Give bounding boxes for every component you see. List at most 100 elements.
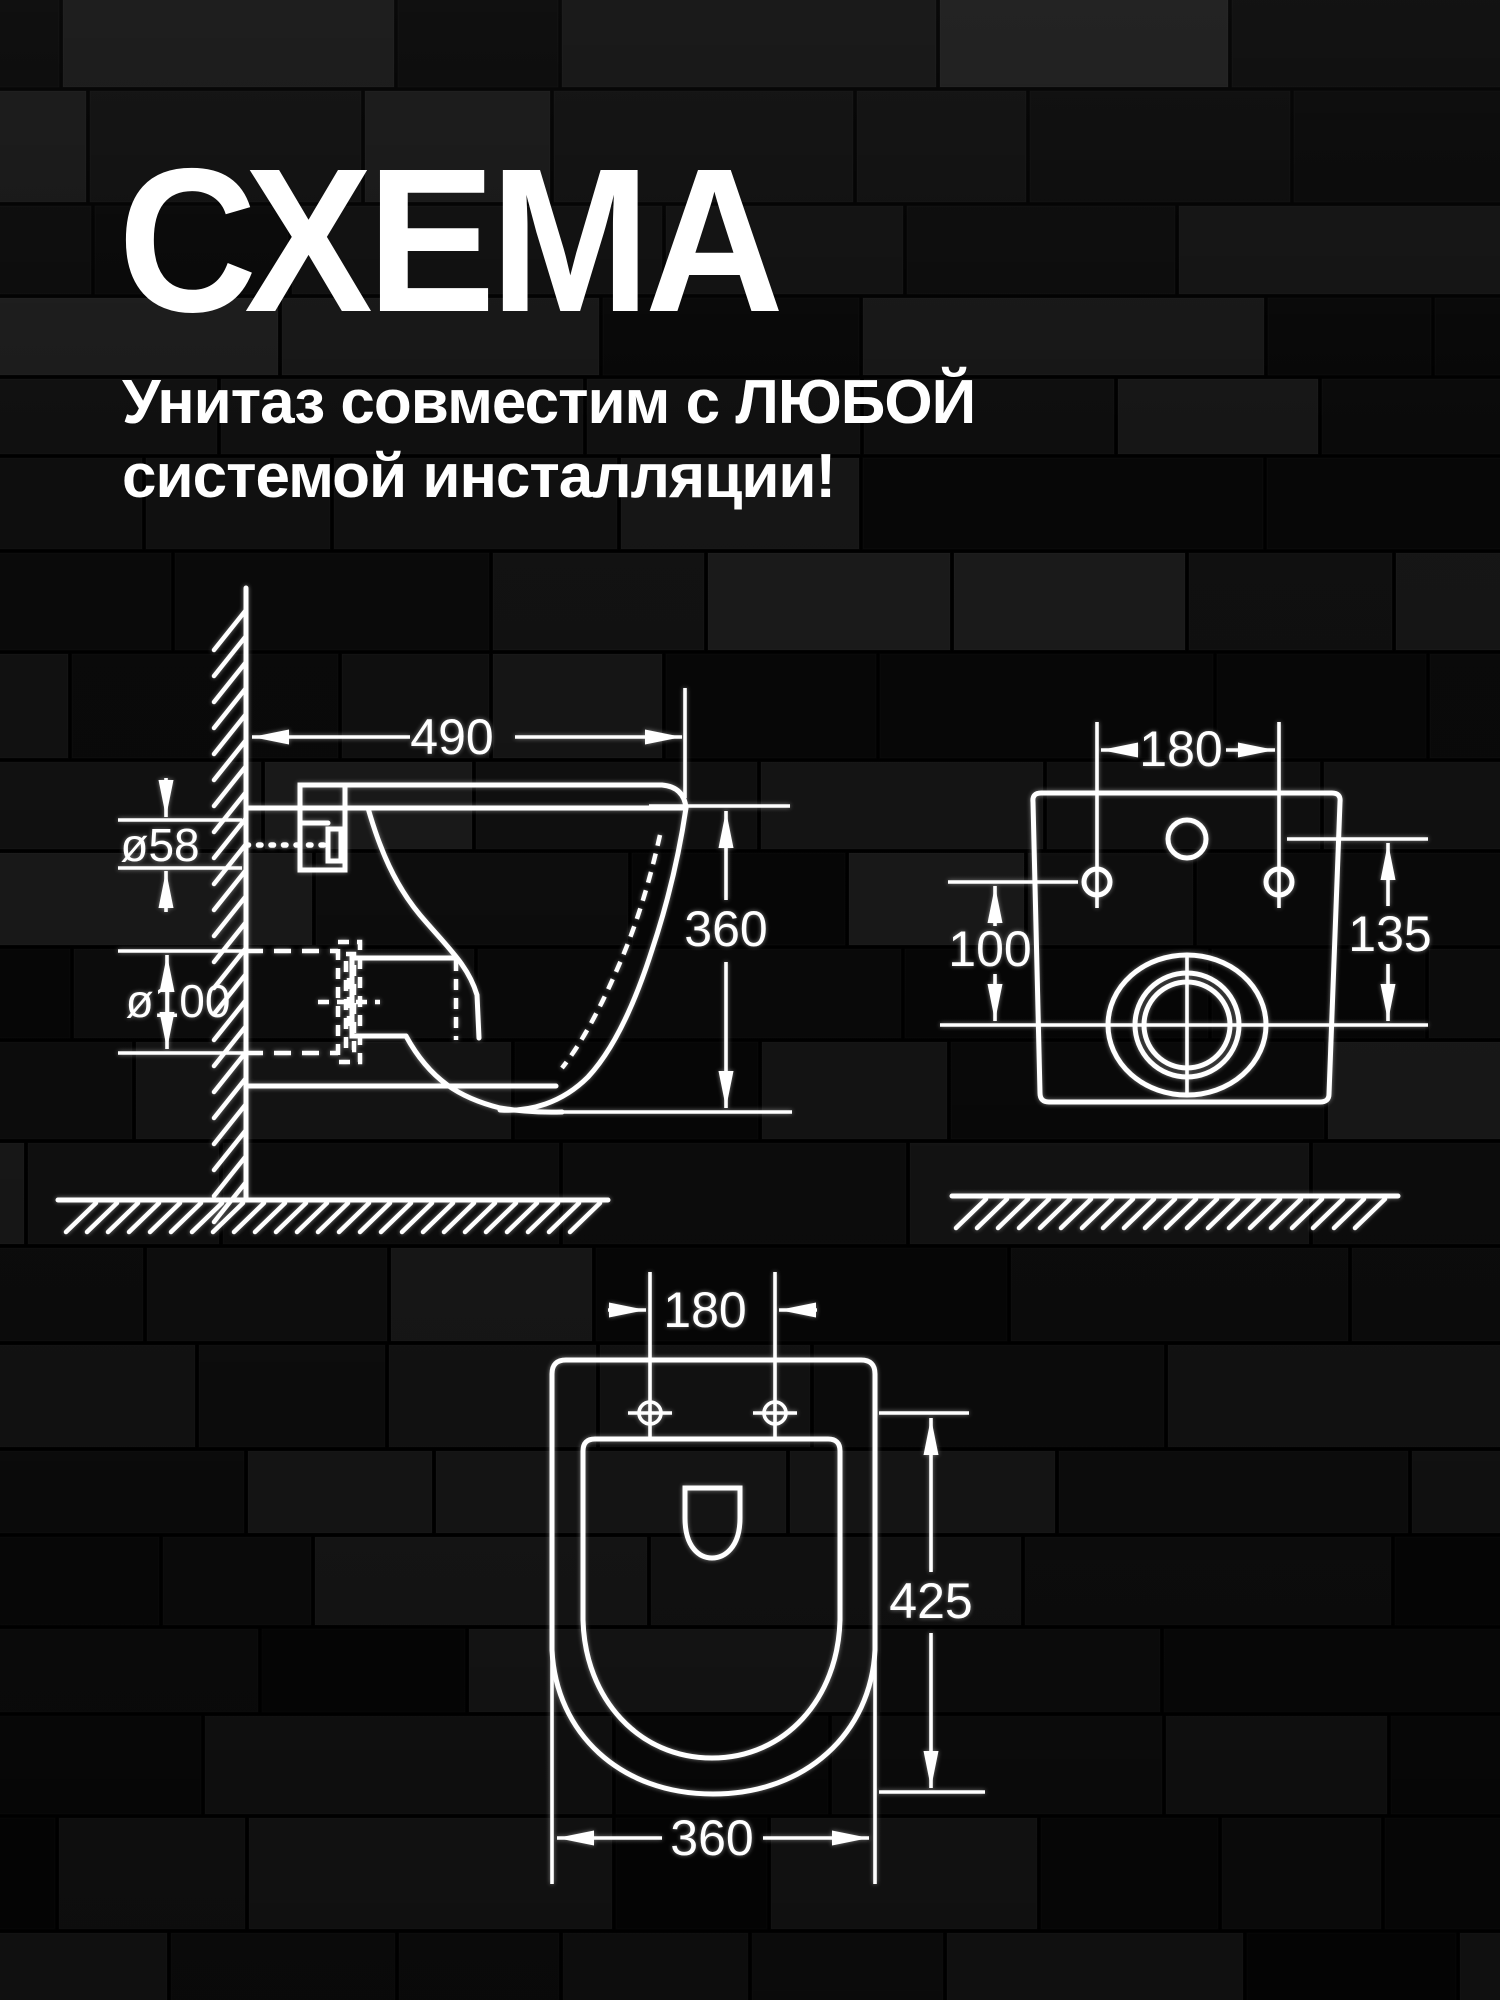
brick [1025,1537,1391,1625]
brick [262,1629,465,1712]
brick [334,458,617,549]
brick [1385,1818,1500,1929]
hatch-mark [1121,1196,1157,1231]
hatch-mark [211,997,249,1043]
brick [0,1537,159,1625]
brick [951,1042,1324,1139]
hatch-mark [441,1200,477,1235]
brick [0,1818,55,1929]
brick [666,206,903,294]
brick [880,654,1213,758]
subtitle-line-2: системой инсталляции! [122,442,836,511]
hatch-mark [357,1200,393,1235]
brick [864,379,1114,454]
brick [1429,949,1500,1038]
hatch-mark [1100,1196,1136,1231]
brick [0,654,68,758]
brick [0,1933,167,2000]
hatch-mark [420,1200,456,1235]
brick [1294,91,1500,202]
brick [469,1629,876,1712]
brick [1460,1933,1500,2000]
brick [1164,1629,1500,1712]
brick [1197,853,1500,945]
brick [1268,298,1431,375]
hatch-mark [211,893,249,939]
hatch-mark [252,1200,288,1235]
brick [221,379,583,454]
hatch-mark [1205,1196,1241,1231]
brick [1217,654,1426,758]
hatch-mark [211,711,249,757]
hatch-mark [1226,1196,1262,1231]
hatch-mark [273,1200,309,1235]
hatch-mark [974,1196,1010,1231]
brick [621,458,859,549]
brick [666,654,876,758]
hatch-mark [1058,1196,1094,1231]
brick [947,1933,1243,2000]
brick [1047,762,1320,849]
hatch-mark [1184,1196,1220,1231]
dim-label-back-bolt-spacing: 180 [1139,721,1222,777]
hatch-mark [211,1153,249,1199]
dim-top-180: 180 [608,1272,817,1437]
hatch-mark [211,633,249,679]
brick [1322,379,1500,454]
hatch-mark [294,1200,330,1235]
brick [0,1042,132,1139]
brick [493,553,704,650]
hatch-mark [336,1200,372,1235]
brick [1267,458,1500,549]
brick [761,762,1043,849]
hatch-mark [1268,1196,1304,1231]
hatch-mark [462,1200,498,1235]
brick [0,1248,143,1341]
hatch-mark [483,1200,519,1235]
dim-label-side-height: 360 [684,901,767,957]
hatch-mark [211,945,249,991]
dim-outlet-100: ø100 [118,939,380,1065]
hatch-mark [1247,1196,1283,1231]
brick [954,553,1185,650]
brick [1118,379,1318,454]
hatch-mark [211,1075,249,1121]
dim-inlet-58: ø58 [118,778,333,912]
brick [205,1716,612,1814]
hatch-mark [211,919,249,965]
hatch-mark [168,1200,204,1235]
brick [199,1345,385,1447]
brick [0,1716,201,1814]
wall-hatch [211,607,249,1225]
brick [248,1451,432,1533]
brick [72,654,338,758]
brick [59,1818,245,1929]
dim-label-inlet-diameter: ø58 [120,819,199,871]
dim-top-425: 425 [879,1411,985,1794]
hatch-mark [147,1200,183,1235]
brick [616,1716,828,1814]
brick [282,298,599,375]
brick [398,0,558,87]
brick [1412,1451,1500,1533]
hatch-mark [1331,1196,1367,1231]
hatch-mark [231,1200,267,1235]
hatch-mark [1163,1196,1199,1231]
brick [651,1537,1021,1625]
dim-label-top-bolt-spacing: 180 [663,1282,746,1338]
floor-hatch-left [63,1200,603,1235]
brick [1179,206,1500,294]
dim-label-inlet-height: 135 [1348,906,1431,962]
top-hole [1165,817,1209,861]
brick [0,1143,24,1244]
brick [790,1451,1055,1533]
brick [1222,1818,1381,1929]
brick [292,206,662,294]
hatch-mark [211,1101,249,1147]
hatch-mark [399,1200,435,1235]
brick [478,949,901,1038]
side-view-diagram: 490 [55,585,792,1235]
hatch-mark [1037,1196,1073,1231]
hatch-mark [211,971,249,1017]
dim-label-outlet-height: 100 [948,921,1031,977]
